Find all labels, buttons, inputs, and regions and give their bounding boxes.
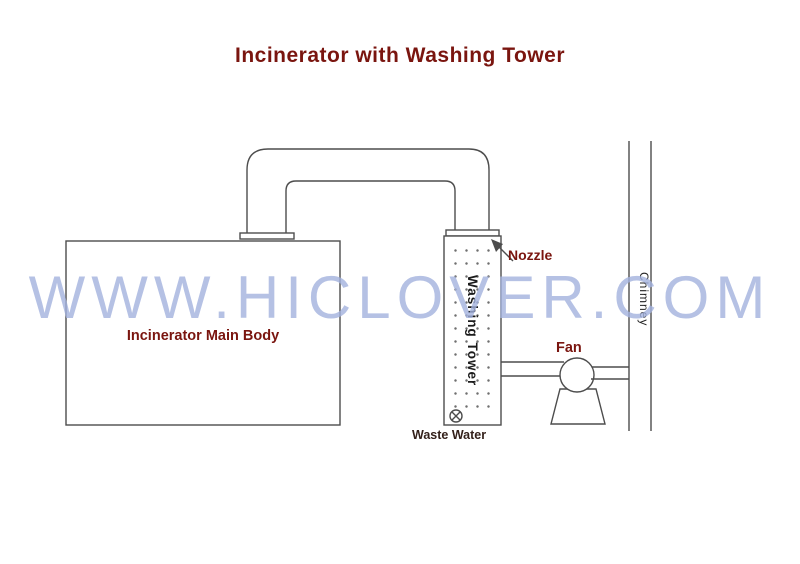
tower-flange [445,229,500,237]
spray-droplets-pattern [450,244,496,410]
incinerator-body [65,240,341,426]
nozzle-label: Nozzle [508,247,553,263]
duct-outer-wall [246,148,490,233]
drain-valve-cross-icon [451,411,461,421]
tower-to-fan-pipe [501,361,564,377]
fan-base [550,388,606,425]
incinerator-label: Incinerator Main Body [126,328,280,344]
nozzle-arrowhead-icon [491,239,503,252]
duct-inner-wall [285,180,456,233]
chimney-stack [628,141,652,431]
page-title: Incinerator with Washing Tower [234,44,566,67]
washing-tower-label: Washing Tower [465,275,480,387]
chimney-label: Chimney [637,272,651,327]
fan-housing-icon [559,357,595,393]
incinerator-flange [239,232,295,240]
fan-to-chimney-duct [591,366,629,380]
fan-label: Fan [556,340,582,356]
waste-water-label: Waste Water [412,428,487,442]
